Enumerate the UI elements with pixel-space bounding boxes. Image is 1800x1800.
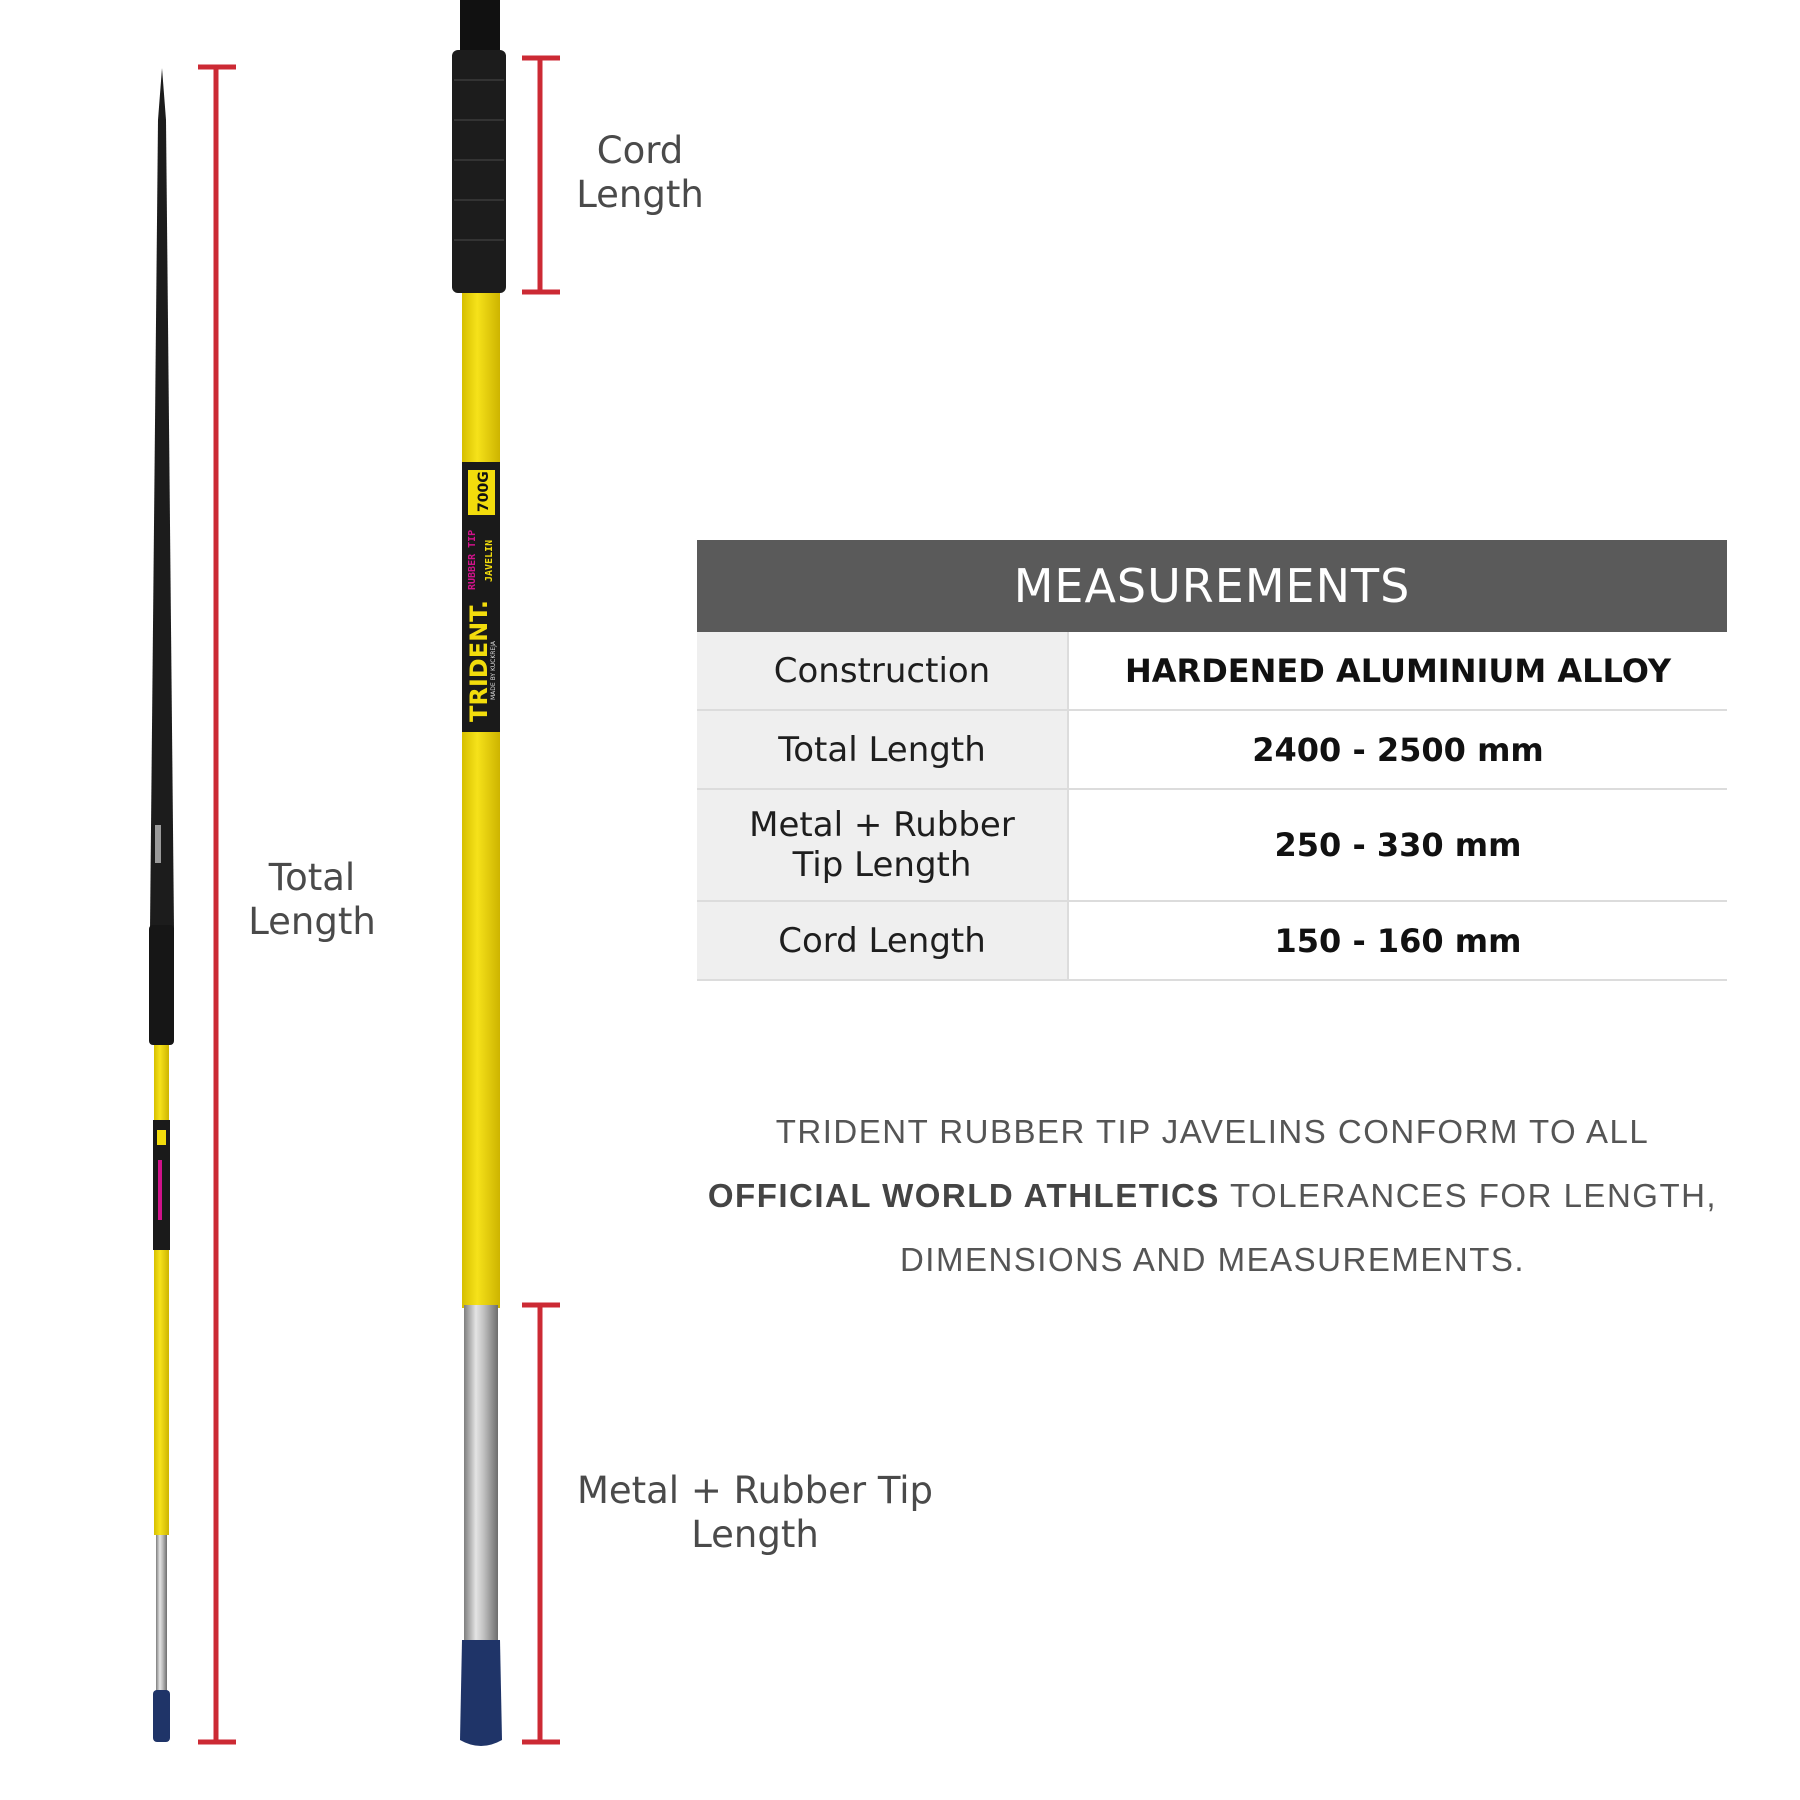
row-label: Total Length	[697, 711, 1069, 788]
total-length-dimension-line	[198, 64, 236, 1745]
tip-length-label: Metal + Rubber Tip Length	[576, 1469, 934, 1556]
small-javelin	[149, 68, 174, 1742]
total-length-label: Total Length	[248, 856, 376, 943]
row-value: 250 - 330 mm	[1069, 790, 1727, 900]
svg-text:700G: 700G	[476, 471, 492, 512]
note-line-2: TOLERANCES FOR LENGTH,	[1219, 1177, 1718, 1214]
row-label: Metal + Rubber Tip Length	[697, 790, 1069, 900]
row-label: Cord Length	[697, 902, 1069, 979]
svg-text:RUBBER TIP: RUBBER TIP	[467, 530, 478, 590]
table-row: Metal + Rubber Tip Length 250 - 330 mm	[697, 790, 1727, 902]
javelin-brand-text: 700G TRIDENT. RUBBER TIP JAVELIN MADE BY…	[465, 471, 497, 722]
tip-length-dimension-line	[522, 1302, 560, 1745]
table-row: Construction HARDENED ALUMINIUM ALLOY	[697, 632, 1727, 711]
note-line-3: DIMENSIONS AND MEASUREMENTS.	[899, 1241, 1526, 1278]
row-label: Construction	[697, 632, 1069, 709]
large-javelin: 700G TRIDENT. RUBBER TIP JAVELIN MADE BY…	[452, 0, 506, 1746]
row-value: 2400 - 2500 mm	[1069, 711, 1727, 788]
table-row: Cord Length 150 - 160 mm	[697, 902, 1727, 981]
cord-length-dimension-line	[522, 55, 560, 295]
table-row: Total Length 2400 - 2500 mm	[697, 711, 1727, 790]
svg-text:MADE BY KUCKREJA: MADE BY KUCKREJA	[490, 640, 497, 700]
note-emphasis: OFFICIAL WORLD ATHLETICS	[707, 1177, 1220, 1214]
measurements-table: MEASUREMENTS Construction HARDENED ALUMI…	[697, 540, 1727, 981]
row-value: 150 - 160 mm	[1069, 902, 1727, 979]
note-line-1: TRIDENT RUBBER TIP JAVELINS CONFORM TO A…	[775, 1113, 1650, 1150]
svg-text:TRIDENT.: TRIDENT.	[465, 600, 493, 722]
row-value: HARDENED ALUMINIUM ALLOY	[1069, 632, 1727, 709]
compliance-note: TRIDENT RUBBER TIP JAVELINS CONFORM TO A…	[680, 1100, 1745, 1292]
svg-text:JAVELIN: JAVELIN	[484, 540, 495, 582]
measurements-table-title: MEASUREMENTS	[697, 540, 1727, 632]
cord-length-label: Cord Length	[576, 129, 704, 216]
